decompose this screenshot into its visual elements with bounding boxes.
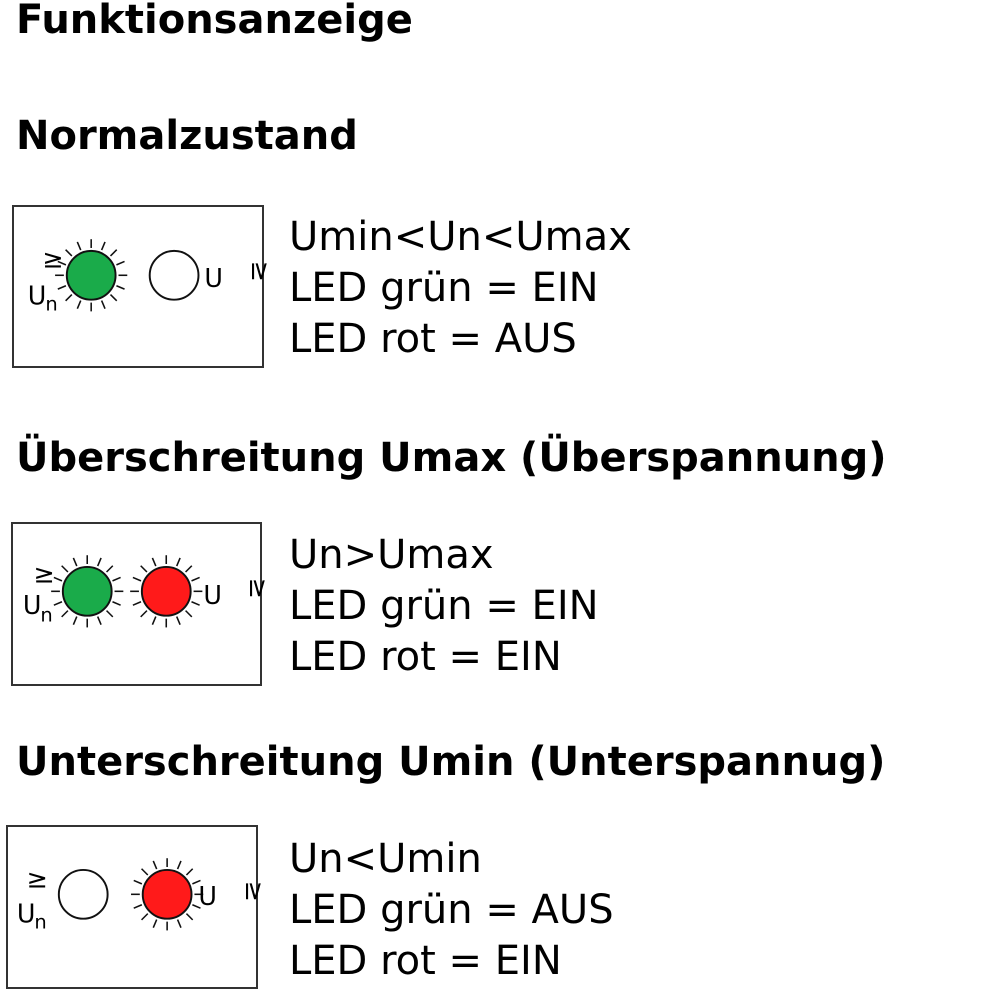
ge-symbol-rotated: ≥ bbox=[244, 578, 274, 599]
led-red-status: LED rot = EIN bbox=[289, 938, 562, 984]
section-heading-overvoltage: Überschreitung Umax (Überspannung) bbox=[16, 435, 887, 481]
led-ray bbox=[65, 249, 73, 257]
ge-symbol: ≥ bbox=[42, 243, 63, 273]
un-symbol-u: U bbox=[17, 899, 36, 929]
led-ray bbox=[96, 557, 102, 567]
led-ray bbox=[140, 610, 148, 618]
led-ray bbox=[151, 616, 157, 625]
led-ray bbox=[191, 576, 200, 582]
indicator-panel-normal: ≥ U n U ≥ bbox=[12, 205, 276, 368]
led-ray bbox=[65, 294, 73, 302]
led-ray bbox=[185, 610, 193, 618]
led-ray bbox=[72, 557, 78, 567]
led-ray bbox=[175, 557, 181, 567]
led-green-status: LED grün = EIN bbox=[289, 583, 599, 629]
led-ray bbox=[53, 601, 63, 606]
indicator-diagram-overvoltage: ≥ U n U ≥ bbox=[23, 555, 274, 628]
led-ray bbox=[57, 260, 67, 266]
led-green-status: LED grün = AUS bbox=[289, 887, 614, 933]
un-symbol-n: n bbox=[45, 292, 57, 315]
indicator-diagram-undervoltage: ≥ U n U ≥ bbox=[17, 858, 270, 933]
led-ray bbox=[141, 868, 149, 876]
led-green-status: LED grün = EIN bbox=[289, 265, 599, 311]
led-red-status: LED rot = AUS bbox=[289, 316, 577, 362]
page-title: Funktionsanzeige bbox=[16, 0, 413, 43]
ge-symbol: ≥ bbox=[34, 559, 55, 589]
led-ray bbox=[133, 879, 143, 885]
indicator-panel-undervoltage: ≥ U n U ≥ bbox=[6, 825, 270, 989]
led-ray bbox=[132, 601, 142, 606]
indicator-diagram-normal: ≥ U n U ≥ bbox=[28, 239, 276, 315]
led-ray bbox=[61, 610, 69, 618]
led-ray bbox=[152, 919, 158, 928]
description-undervoltage: Un<Umin LED grün = AUS LED rot = EIN bbox=[289, 834, 614, 987]
led-ray bbox=[96, 616, 102, 625]
indicator-panel-overvoltage: ≥ U n U ≥ bbox=[11, 522, 274, 686]
led-ray bbox=[61, 565, 69, 573]
led-ray bbox=[185, 868, 194, 876]
led-ray bbox=[185, 565, 193, 573]
led-red-rays bbox=[130, 555, 203, 628]
led-ray bbox=[116, 260, 125, 266]
led-ray bbox=[141, 913, 149, 921]
led-ray bbox=[112, 576, 121, 582]
led-ray bbox=[185, 913, 194, 921]
condition-text: Umin<Un<Umax bbox=[289, 214, 632, 260]
led-ray bbox=[72, 616, 78, 625]
u-symbol: U bbox=[198, 881, 217, 911]
led-ray bbox=[152, 860, 158, 870]
led-ray bbox=[100, 300, 106, 309]
un-symbol-u: U bbox=[23, 590, 42, 620]
led-red bbox=[148, 249, 200, 301]
description-normal: Umin<Un<Umax LED grün = EIN LED rot = AU… bbox=[289, 212, 632, 365]
led-ray bbox=[132, 576, 142, 582]
led-ray bbox=[105, 610, 114, 618]
led-green-rays bbox=[55, 239, 128, 312]
led-ray bbox=[140, 565, 148, 573]
led-ray bbox=[191, 601, 200, 606]
led-ray bbox=[192, 879, 201, 885]
led-green bbox=[65, 249, 117, 301]
u-symbol: U bbox=[204, 263, 223, 293]
section-heading-normal: Normalzustand bbox=[16, 113, 358, 159]
led-ray bbox=[53, 576, 63, 582]
ge-symbol-rotated: ≥ bbox=[246, 261, 276, 282]
led-ray bbox=[116, 285, 125, 290]
led-red bbox=[141, 868, 193, 920]
section-heading-undervoltage: Unterschreitung Umin (Unterspannug) bbox=[16, 739, 886, 785]
led-ray bbox=[176, 919, 182, 928]
led-ray bbox=[76, 300, 82, 309]
led-ray bbox=[57, 285, 67, 290]
un-symbol-u: U bbox=[28, 281, 47, 311]
led-ray bbox=[151, 557, 157, 567]
led-red-status: LED rot = EIN bbox=[289, 634, 562, 680]
led-red-rays bbox=[131, 858, 204, 931]
led-ray bbox=[133, 904, 143, 909]
ge-symbol: ≥ bbox=[27, 863, 48, 893]
led-ray bbox=[76, 241, 82, 251]
led-ray bbox=[105, 565, 114, 573]
led-ray bbox=[112, 601, 121, 606]
condition-text: Un>Umax bbox=[289, 532, 494, 578]
description-overvoltage: Un>Umax LED grün = EIN LED rot = EIN bbox=[289, 530, 599, 683]
led-green-rays bbox=[51, 555, 124, 628]
led-red bbox=[140, 565, 192, 617]
led-ray bbox=[100, 241, 106, 251]
led-green bbox=[57, 868, 109, 920]
un-symbol-n: n bbox=[34, 910, 46, 933]
condition-text: Un<Umin bbox=[289, 836, 482, 882]
led-ray bbox=[192, 904, 201, 909]
led-green bbox=[61, 565, 113, 617]
led-ray bbox=[175, 616, 181, 625]
led-ray bbox=[109, 294, 118, 302]
led-ray bbox=[109, 249, 118, 257]
u-symbol: U bbox=[203, 580, 222, 610]
led-ray bbox=[176, 860, 182, 870]
ge-symbol-rotated: ≥ bbox=[240, 881, 270, 902]
un-symbol-n: n bbox=[40, 604, 52, 627]
